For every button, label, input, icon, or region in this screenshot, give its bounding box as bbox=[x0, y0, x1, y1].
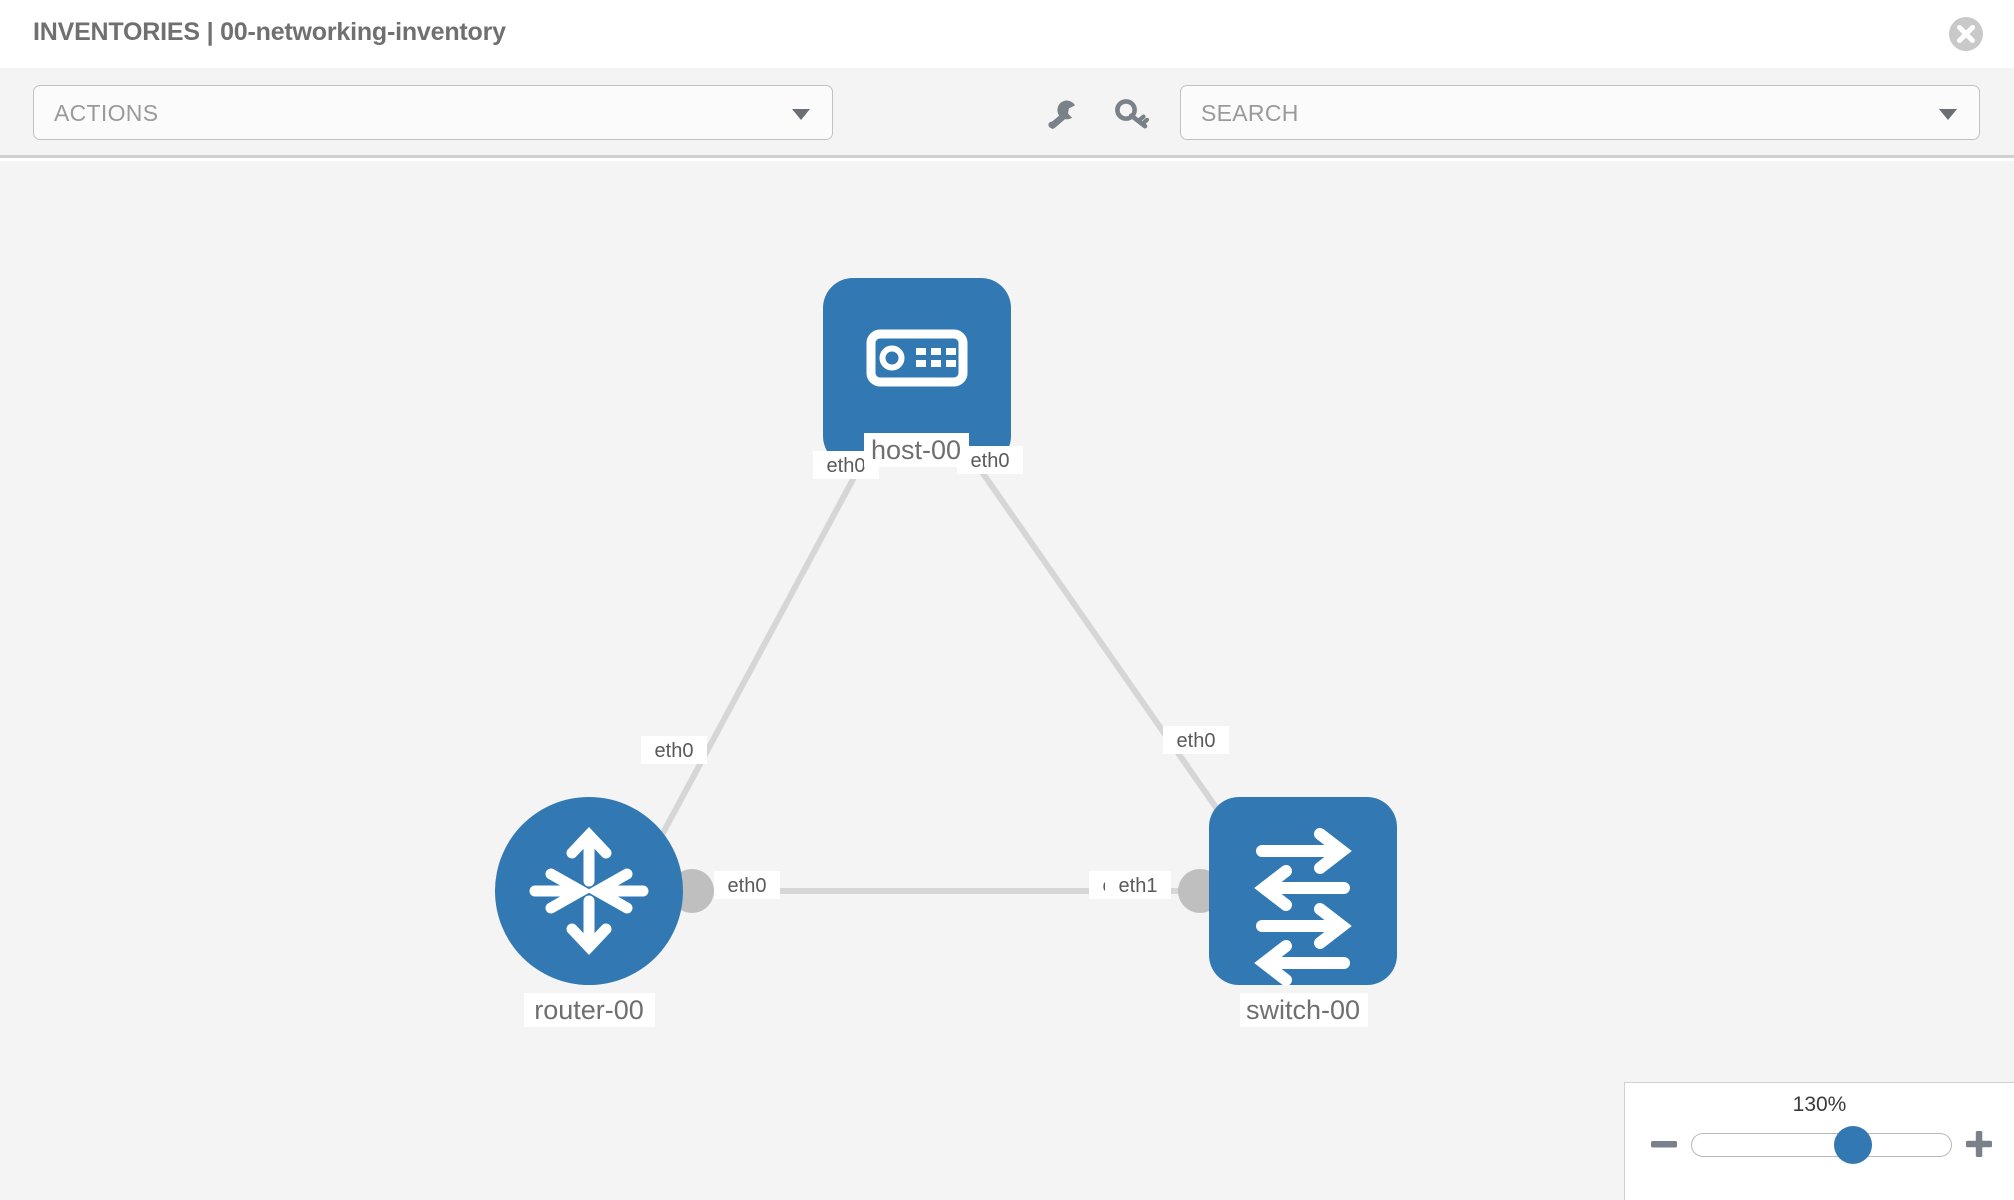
node-label-host-00: host-00 bbox=[871, 435, 961, 465]
iface-label-bg bbox=[641, 736, 707, 764]
chevron-down-icon[interactable] bbox=[1939, 108, 1957, 120]
node-label-bg bbox=[864, 433, 969, 467]
actions-dropdown[interactable]: ACTIONS bbox=[33, 85, 833, 140]
node-host-00[interactable] bbox=[823, 278, 1011, 466]
zoom-out-button[interactable] bbox=[1647, 1127, 1681, 1161]
edge-host-switch[interactable] bbox=[949, 427, 1248, 851]
actions-dropdown-label: ACTIONS bbox=[54, 100, 159, 126]
zoom-slider-thumb[interactable] bbox=[1833, 1126, 1872, 1164]
node-switch-00[interactable] bbox=[1209, 797, 1397, 986]
search-placeholder: SEARCH bbox=[1201, 100, 1299, 126]
topology-canvas[interactable]: eth0 eth0 eth0 eth0 eth0 eth0 eth1 bbox=[0, 161, 2014, 1200]
zoom-slider-track[interactable] bbox=[1691, 1126, 1952, 1164]
node-label-bg bbox=[1240, 993, 1368, 1027]
chevron-down-icon bbox=[792, 108, 810, 120]
iface-label-host-eth0-left: eth0 bbox=[827, 455, 866, 477]
search-input[interactable]: SEARCH bbox=[1180, 85, 1980, 140]
node-host-00-shape[interactable] bbox=[823, 278, 1011, 466]
zoom-level-label: 130% bbox=[1792, 1093, 1847, 1116]
node-label-switch-00: switch-00 bbox=[1246, 995, 1360, 1025]
node-label-group: host-00 router-00 switch-00 bbox=[524, 433, 1368, 1027]
node-label-router-00: router-00 bbox=[534, 995, 644, 1025]
zoom-control-panel: 130% bbox=[1624, 1082, 2014, 1200]
key-icon[interactable] bbox=[1112, 94, 1152, 134]
iface-label-router-eth0-uplink: eth0 bbox=[655, 740, 694, 762]
page-header: INVENTORIES | 00-networking-inventory bbox=[0, 0, 2014, 68]
server-rack-icon bbox=[866, 329, 968, 387]
iface-label-bg bbox=[714, 871, 780, 899]
iface-label-router-eth0-trunk: eth0 bbox=[728, 875, 767, 897]
edge-group bbox=[645, 427, 1248, 894]
node-router-00[interactable] bbox=[495, 797, 683, 985]
close-icon[interactable] bbox=[1946, 14, 1986, 54]
router-four-arrows-icon bbox=[529, 826, 649, 956]
switch-arrows-icon bbox=[1254, 828, 1352, 986]
wrench-icon[interactable] bbox=[1042, 94, 1082, 134]
page-title: INVENTORIES | 00-networking-inventory bbox=[33, 18, 506, 46]
interface-label-group: eth0 eth0 eth0 eth0 eth0 eth0 eth1 bbox=[641, 446, 1229, 899]
toolbar: ACTIONS SEARCH bbox=[0, 68, 2014, 158]
iface-label-switch-eth0-uplink: eth0 bbox=[1177, 730, 1216, 752]
edge-host-router[interactable] bbox=[645, 427, 883, 863]
iface-label-bg bbox=[1105, 871, 1171, 899]
iface-label-host-eth0-right: eth0 bbox=[971, 450, 1010, 472]
iface-label-switch-eth1-trunk: eth1 bbox=[1119, 875, 1158, 897]
topology-graph[interactable]: eth0 eth0 eth0 eth0 eth0 eth0 eth1 bbox=[0, 161, 2014, 1200]
node-label-bg bbox=[524, 993, 655, 1027]
zoom-in-button[interactable] bbox=[1962, 1127, 1996, 1161]
iface-label-bg bbox=[1163, 726, 1229, 754]
